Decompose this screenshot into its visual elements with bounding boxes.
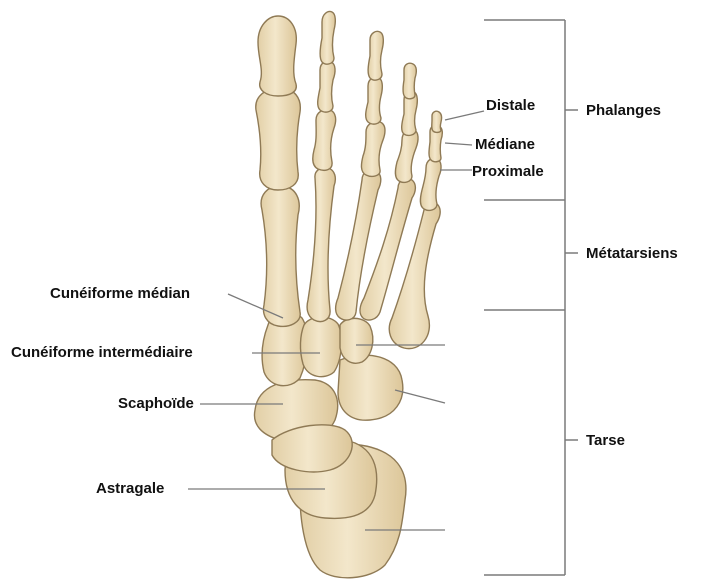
label-mediane: Médiane xyxy=(475,136,535,154)
toe-5-proximal-phalanx xyxy=(420,158,441,210)
toe-2-distal-phalanx xyxy=(320,11,335,64)
hallux-proximal-phalanx xyxy=(256,88,301,190)
lateral-cuneiform-bone xyxy=(340,318,373,363)
toe-2-proximal-phalanx xyxy=(313,109,336,170)
label-scaphoide: Scaphoïde xyxy=(118,395,194,413)
label-phalanges: Phalanges xyxy=(586,102,661,120)
toe-3-proximal-phalanx xyxy=(361,121,385,176)
label-tarse: Tarse xyxy=(586,432,625,450)
toe-3-distal-phalanx xyxy=(368,31,383,80)
label-distale: Distale xyxy=(486,97,535,115)
label-metatarsiens: Métatarsiens xyxy=(586,245,678,263)
toe-5-distal-phalanx xyxy=(432,111,442,132)
label-cuneiforme-median: Cunéiforme médian xyxy=(50,285,190,303)
toe-3-middle-phalanx xyxy=(366,77,383,124)
metatarsal-1-bone xyxy=(261,186,300,326)
tarsal-mass xyxy=(272,425,352,472)
cuboid-bone xyxy=(338,355,403,420)
hallux-distal-phalanx xyxy=(258,16,296,96)
label-astragale: Astragale xyxy=(96,480,164,498)
toe-2-middle-phalanx xyxy=(318,61,335,112)
intermediate-cuneiform-bone xyxy=(300,317,341,377)
metatarsal-2-bone xyxy=(307,167,335,321)
toe-4-proximal-phalanx xyxy=(395,129,418,182)
label-proximale: Proximale xyxy=(472,163,544,181)
toe-4-distal-phalanx xyxy=(403,63,416,98)
label-cuneiforme-intermediaire: Cunéiforme intermédiaire xyxy=(11,344,193,362)
